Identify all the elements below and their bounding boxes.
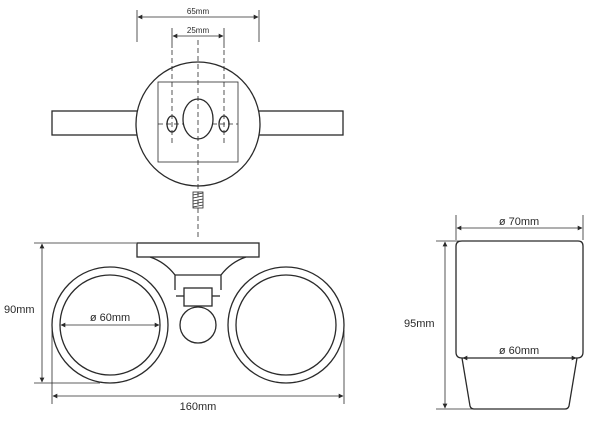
right-ring-inner bbox=[235, 274, 337, 376]
dim-label-95mm: 95mm bbox=[404, 318, 435, 330]
dim-label-160mm: 160mm bbox=[180, 401, 217, 413]
dim-label-90mm: 90mm bbox=[4, 304, 35, 316]
bracket-shoulders bbox=[149, 256, 247, 290]
dim-label-cup-60mm: ø 60mm bbox=[499, 345, 539, 357]
left-ring-inner bbox=[59, 274, 161, 376]
tumbler-upper-body bbox=[455, 240, 584, 359]
left-ring-outer bbox=[51, 266, 169, 384]
front-view-double-holder: 90mm ø 60mm 160mm bbox=[4, 242, 345, 413]
right-ring-outer bbox=[227, 266, 345, 384]
bracket-neck bbox=[183, 287, 213, 307]
left-arm bbox=[51, 110, 143, 136]
center-knob bbox=[179, 306, 217, 344]
top-view-mounting-plate: 65mm 25mm bbox=[51, 7, 344, 240]
dim-label-inner-60mm: ø 60mm bbox=[90, 312, 130, 324]
dim-label-25mm: 25mm bbox=[187, 26, 210, 35]
dim-label-70mm: ø 70mm bbox=[499, 216, 539, 228]
tumbler-lower-body bbox=[461, 357, 578, 410]
mounting-base-plate bbox=[136, 242, 260, 258]
right-arm bbox=[253, 110, 344, 136]
tumbler-side-view: ø 70mm 95mm ø 60mm bbox=[404, 215, 584, 410]
dim-label-65mm: 65mm bbox=[187, 7, 210, 16]
screw-icon bbox=[192, 191, 204, 209]
